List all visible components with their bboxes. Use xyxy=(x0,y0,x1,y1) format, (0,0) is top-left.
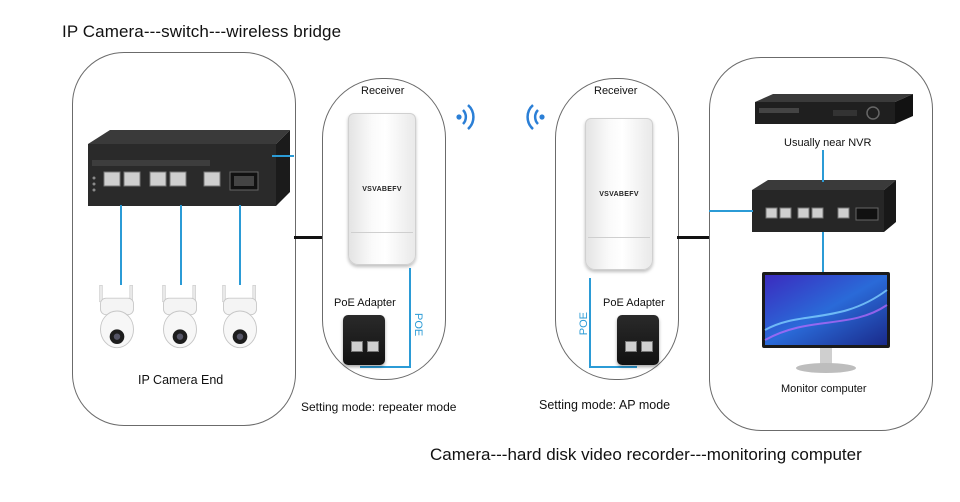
ip-camera-panel xyxy=(72,52,296,426)
wireless-bridge-unit: VSVABEFV xyxy=(585,118,653,270)
lan-port xyxy=(351,341,363,352)
camera-cable-2 xyxy=(180,205,182,285)
camera-cable-1 xyxy=(120,205,122,285)
link-camera-to-receiver xyxy=(294,236,322,239)
brand-logo: VSVABEFV xyxy=(599,191,639,198)
repeater-mode-caption: Setting mode: repeater mode xyxy=(301,400,457,414)
monitor-cable xyxy=(822,232,824,272)
poe-adapter-image xyxy=(617,315,659,365)
poe-cable xyxy=(360,366,411,368)
poe-adapter-image xyxy=(343,315,385,365)
poe-cable xyxy=(409,268,411,368)
poe-port xyxy=(367,341,379,352)
diagram-title-bottom: Camera---hard disk video recorder---moni… xyxy=(430,445,862,464)
poe-adapter-label: PoE Adapter xyxy=(334,297,396,309)
ap-mode-caption: Setting mode: AP mode xyxy=(539,398,671,412)
link-receiver-to-nvr xyxy=(677,236,709,239)
unit-seam xyxy=(351,232,413,233)
poe-cable-label: POE xyxy=(578,312,590,336)
camera-end-caption: IP Camera End xyxy=(138,373,224,387)
poe-cable xyxy=(589,278,591,368)
poe-cable-label: POE xyxy=(412,313,424,337)
wifi-signal-icon xyxy=(526,104,545,130)
ip-camera-icon xyxy=(222,285,257,349)
monitor-image xyxy=(762,272,890,373)
poe-switch-image xyxy=(752,180,896,232)
poe-port xyxy=(641,341,653,352)
ip-camera-icon xyxy=(162,285,197,349)
diagram-title-top: IP Camera---switch---wireless bridge xyxy=(62,22,342,41)
poe-cable xyxy=(589,366,637,368)
receiver-label: Receiver xyxy=(594,85,638,97)
unit-seam xyxy=(588,237,650,238)
wireless-bridge-unit: VSVABEFV xyxy=(348,113,416,265)
switch-uplink-cable xyxy=(272,155,294,157)
ip-camera-icon xyxy=(99,285,134,349)
switch-uplink-cable xyxy=(709,210,753,212)
poe-adapter-label: PoE Adapter xyxy=(603,297,665,309)
lan-port xyxy=(625,341,637,352)
receiver-label: Receiver xyxy=(361,85,405,97)
camera-cable-3 xyxy=(239,205,241,285)
wifi-signal-icon xyxy=(456,104,475,130)
nvr-recorder-image xyxy=(755,94,913,124)
monitor-label: Monitor computer xyxy=(781,383,867,395)
brand-logo: VSVABEFV xyxy=(362,186,402,193)
nvr-cable xyxy=(822,150,824,182)
poe-switch-image xyxy=(88,130,290,206)
nvr-label: Usually near NVR xyxy=(784,137,872,149)
